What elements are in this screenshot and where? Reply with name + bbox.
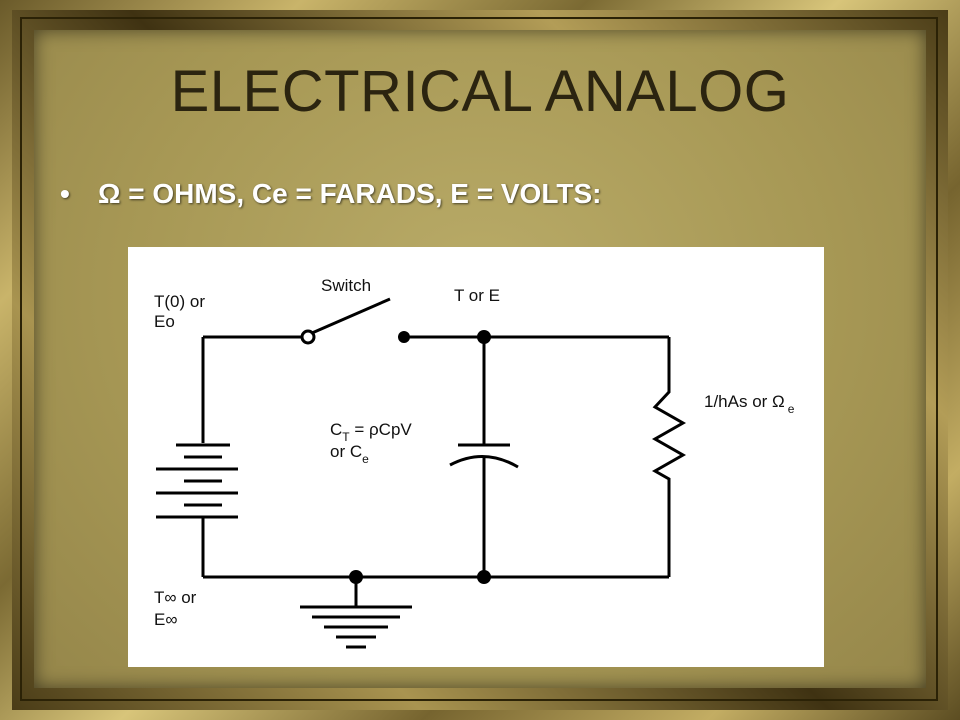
slide-title: ELECTRICAL ANALOG [170, 59, 790, 124]
switch-pivot [300, 329, 316, 345]
frame-border-line [20, 17, 938, 701]
capacitor-plate-bottom [449, 455, 519, 469]
node-label: T or E [454, 286, 500, 305]
bullet-dot-icon: • [60, 178, 70, 209]
switch-label: Switch [321, 276, 371, 295]
wire-right [651, 337, 687, 577]
source-label-line1: T(0) or [154, 292, 205, 311]
ground-symbol [300, 577, 412, 649]
bullet-text: Ω = OHMS, Ce = FARADS, E = VOLTS: [98, 178, 602, 209]
bullet-item: • Ω = OHMS, Ce = FARADS, E = VOLTS: [60, 178, 601, 210]
capacitor-label-line2: or Ce [330, 442, 369, 466]
battery-symbol [156, 443, 238, 519]
capacitor-label-line1: CT = ρCpV [330, 420, 412, 444]
ground-label-line2: E∞ [154, 610, 177, 629]
switch-blade [311, 297, 391, 335]
ground-label-line1: T∞ or [154, 588, 197, 607]
source-label-line2: Eo [154, 312, 175, 331]
